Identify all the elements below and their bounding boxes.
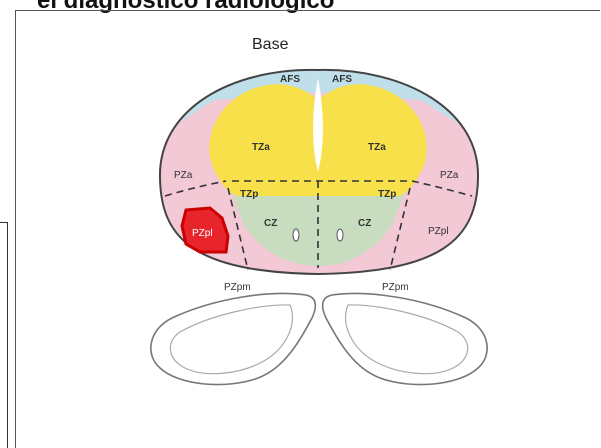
label-pza-right: PZa bbox=[440, 170, 459, 181]
label-pzpl-right: PZpl bbox=[428, 226, 449, 237]
label-cz-right: CZ bbox=[358, 218, 371, 229]
label-afs-right: AFS bbox=[332, 74, 352, 85]
label-pzpm-left: PZpm bbox=[224, 282, 251, 293]
ejaculatory-duct-right bbox=[337, 229, 343, 241]
label-afs-left: AFS bbox=[280, 74, 300, 85]
ejaculatory-duct-left bbox=[293, 229, 299, 241]
label-tzp-left: TZp bbox=[240, 189, 258, 200]
label-pzpl-left: PZpl bbox=[192, 228, 213, 239]
label-pza-left: PZa bbox=[174, 170, 193, 181]
label-pzpm-right: PZpm bbox=[382, 282, 409, 293]
label-tza-left: TZa bbox=[252, 142, 270, 153]
label-tza-right: TZa bbox=[368, 142, 386, 153]
label-tzp-right: TZp bbox=[378, 189, 396, 200]
label-cz-left: CZ bbox=[264, 218, 277, 229]
